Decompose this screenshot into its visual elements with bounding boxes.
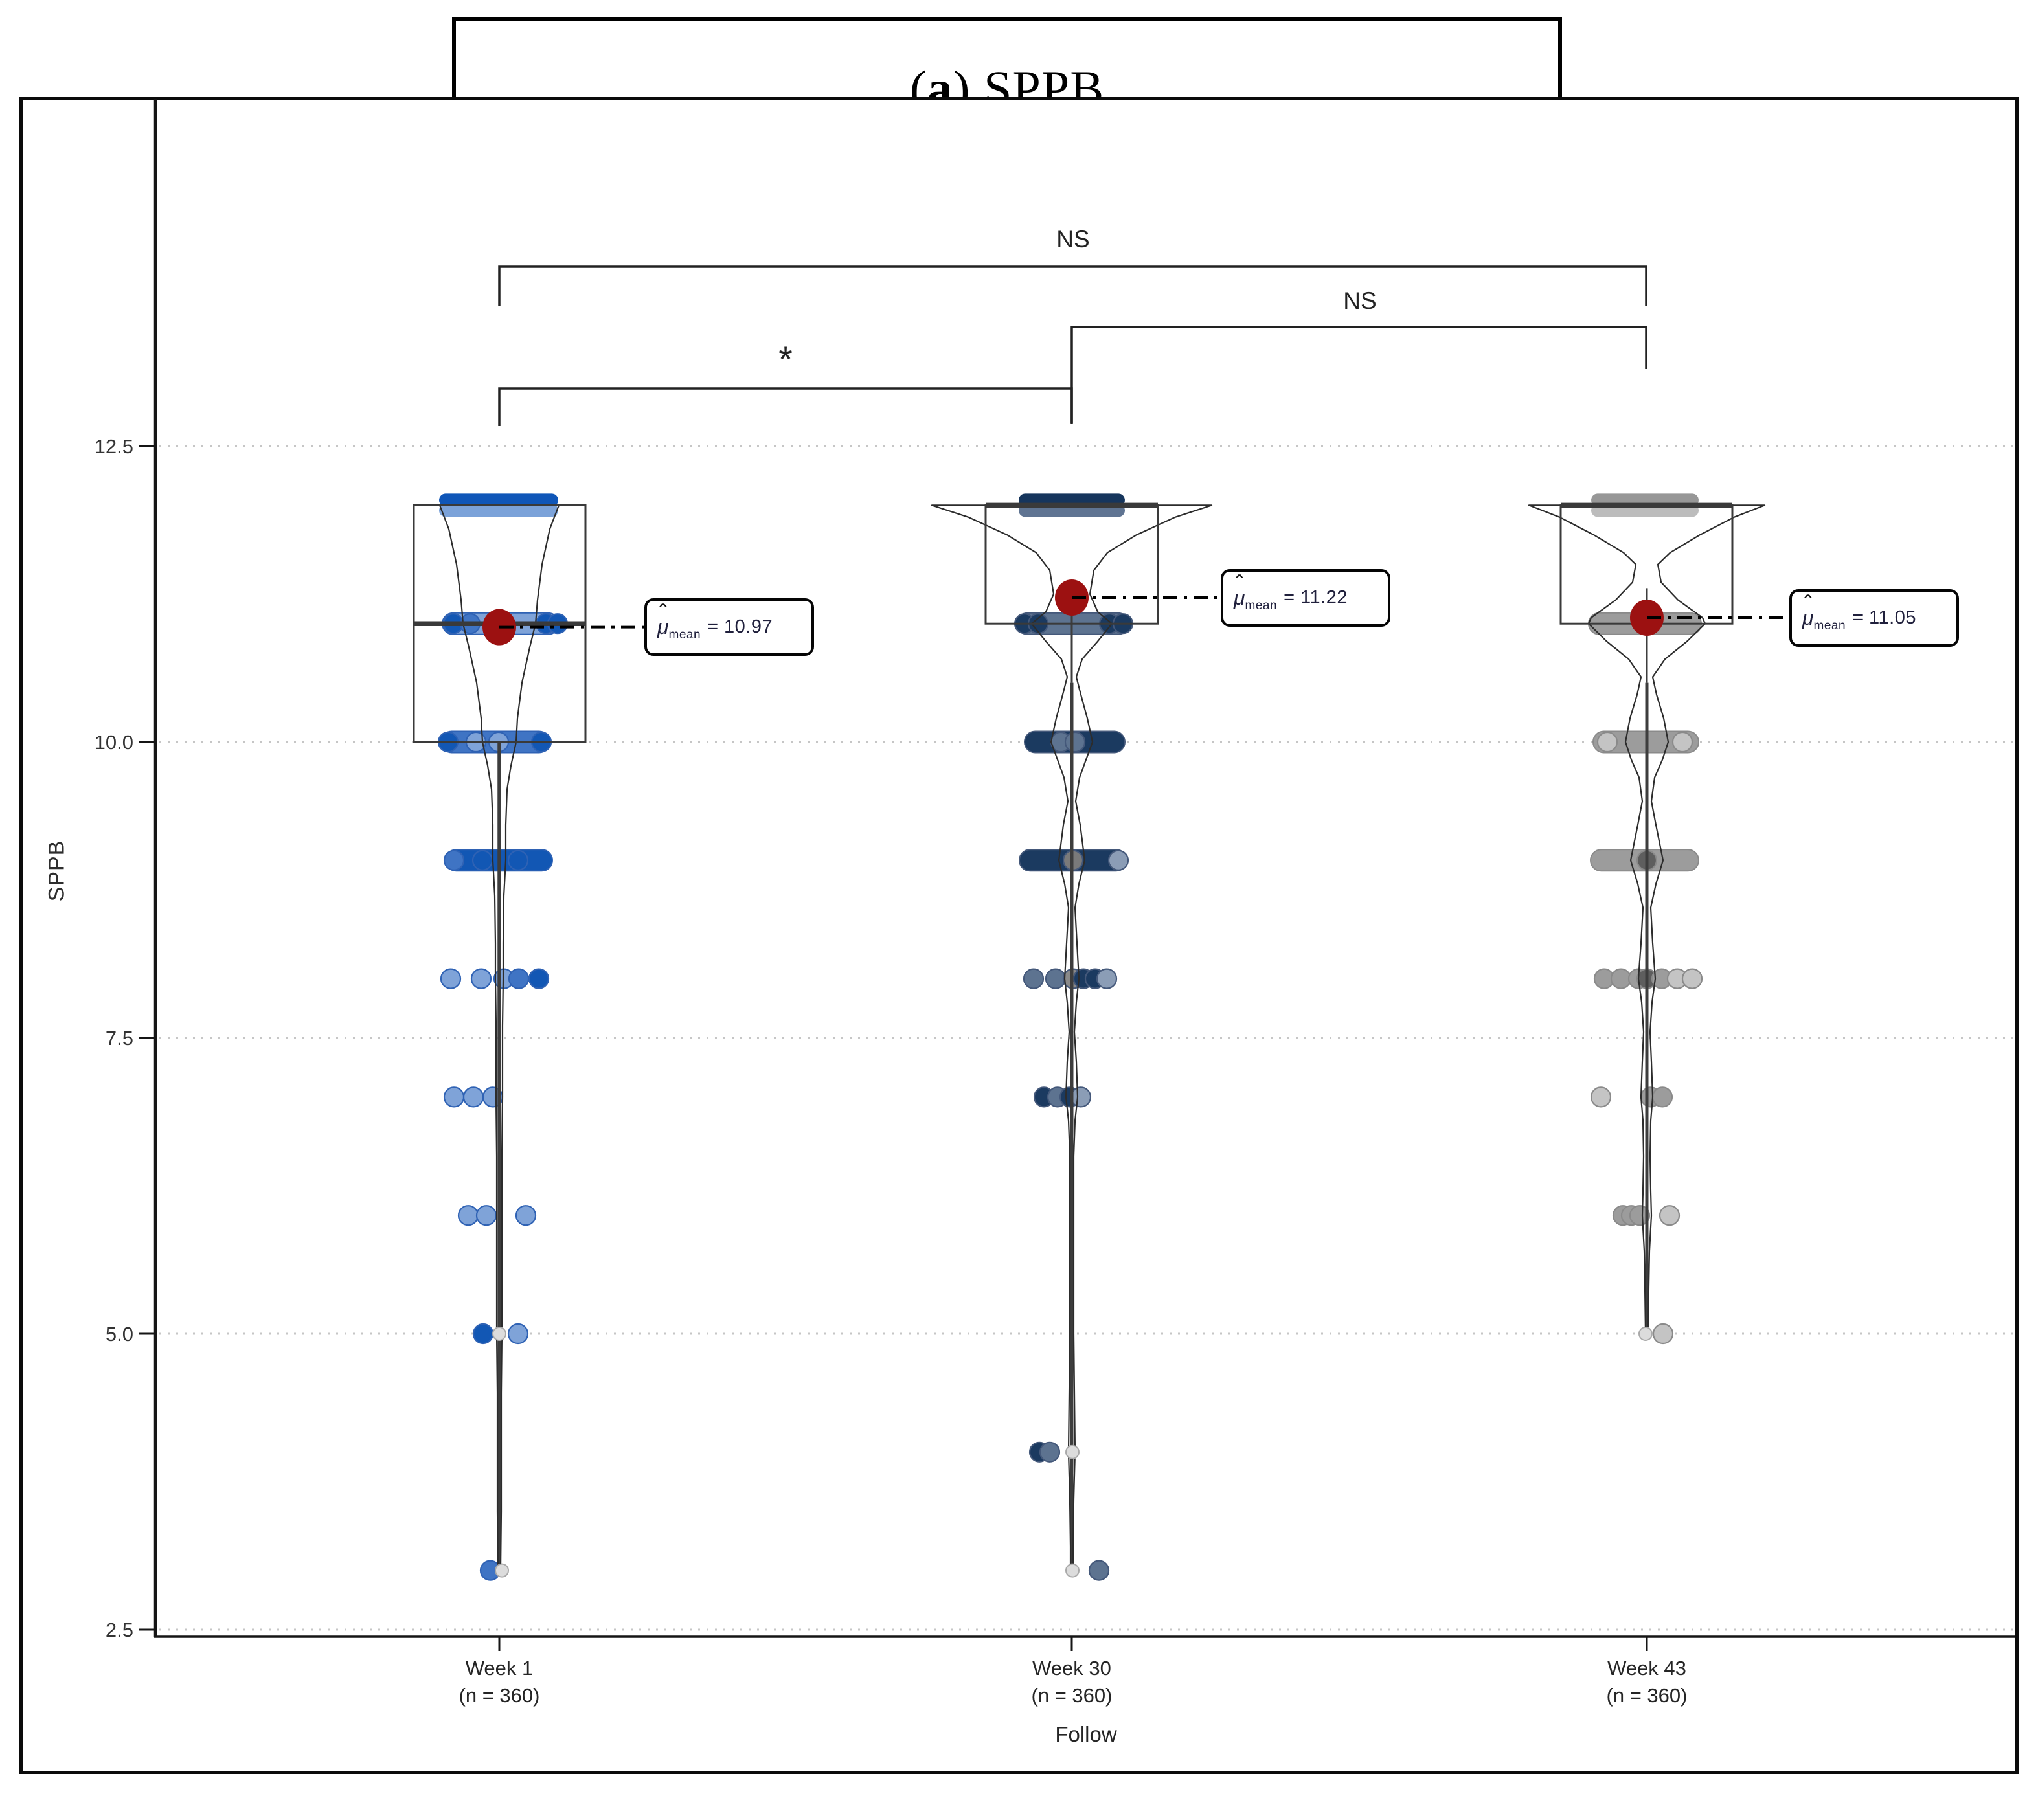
data-point [1107,849,1129,871]
mu-glyph: μ [657,615,669,638]
x-tick-label-line1: Week 43 [1607,1657,1686,1680]
data-point [515,1205,537,1226]
mini-point [495,1563,509,1578]
data-pill [439,504,558,517]
data-point [472,1323,494,1345]
x-axis-title: Follow [1055,1722,1117,1746]
data-point [1064,731,1086,753]
x-tick-label-week43: Week 43 (n = 360) [1537,1655,1757,1709]
data-pill [439,493,558,507]
mu-subscript: mean [668,628,701,642]
data-point [470,968,492,989]
mean-value: = 11.05 [1852,607,1916,628]
plot-frame [19,97,2019,1774]
y-axis-title: SPPB [44,840,69,902]
data-point [1671,731,1693,753]
data-point [528,968,550,989]
x-tick-label-line2: (n = 360) [459,1684,540,1707]
y-tick-label: 12.5 [95,435,133,458]
data-point [1045,968,1067,989]
hat-accent: ˆ [1804,590,1812,617]
y-tick-label: 5.0 [106,1323,133,1345]
y-tick-label: 10.0 [95,731,133,754]
mu-glyph: μ [1802,606,1814,629]
mu-subscript: mean [1245,599,1278,612]
data-point [475,1205,497,1226]
significance-label: NS [1343,287,1376,314]
y-tick-label: 7.5 [106,1027,133,1050]
data-point [1651,1086,1673,1108]
significance-label: NS [1056,226,1089,253]
x-tick-label-line2: (n = 360) [1031,1684,1113,1707]
significance-bracket [1070,326,1647,424]
data-point [462,1086,484,1108]
data-point [457,1205,479,1226]
significance-bracket [498,265,1647,306]
data-point [1023,968,1045,989]
mini-point [1065,1444,1080,1459]
mu-subscript: mean [1813,619,1846,633]
x-tick-label-line1: Week 30 [1032,1657,1111,1680]
data-point [1096,968,1118,989]
x-tick-label-line1: Week 1 [465,1657,534,1680]
significance-label: * [778,339,793,379]
data-point [1681,968,1703,989]
mean-value: = 11.22 [1284,587,1348,608]
hat-accent: ˆ [1236,570,1243,597]
mini-point [1065,1563,1080,1578]
data-point [1088,1560,1110,1581]
data-point [1039,1441,1061,1463]
data-point [1629,1205,1651,1226]
data-point [507,1323,529,1345]
mu-glyph: μ [1234,586,1245,609]
data-point [1652,1323,1674,1345]
data-point [1596,731,1618,753]
data-point [443,1086,465,1108]
x-tick-label-week1: Week 1 (n = 360) [389,1655,609,1709]
data-point [507,849,529,871]
data-point [440,968,462,989]
x-tick-label-line2: (n = 360) [1606,1684,1688,1707]
mean-value: = 10.97 [707,616,773,637]
data-point [471,849,493,871]
hat-accent: ˆ [659,600,667,626]
data-point [1070,1086,1092,1108]
data-point [508,968,530,989]
significance-bracket [498,387,1073,426]
data-point [1590,1086,1612,1108]
data-point [1659,1205,1681,1226]
mini-point [492,1327,506,1341]
data-point [443,849,465,871]
data-point [1610,968,1632,989]
mini-point [1638,1327,1653,1341]
y-tick-label: 2.5 [106,1619,133,1641]
x-tick-label-week30: Week 30 (n = 360) [962,1655,1182,1709]
